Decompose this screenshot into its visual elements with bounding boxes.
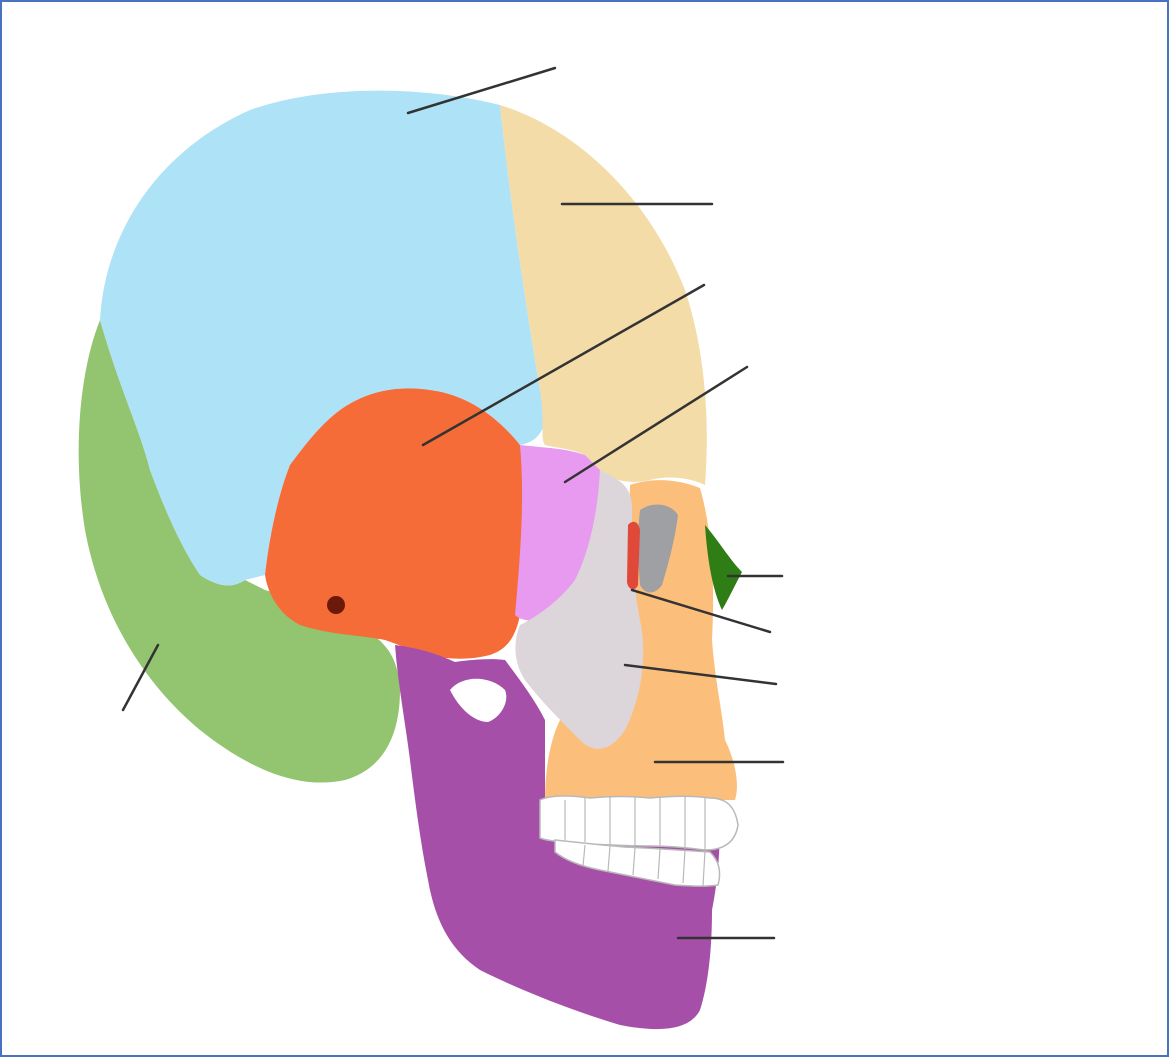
lacrimal-bone: [627, 522, 640, 590]
external-auditory-meatus: [327, 596, 345, 614]
